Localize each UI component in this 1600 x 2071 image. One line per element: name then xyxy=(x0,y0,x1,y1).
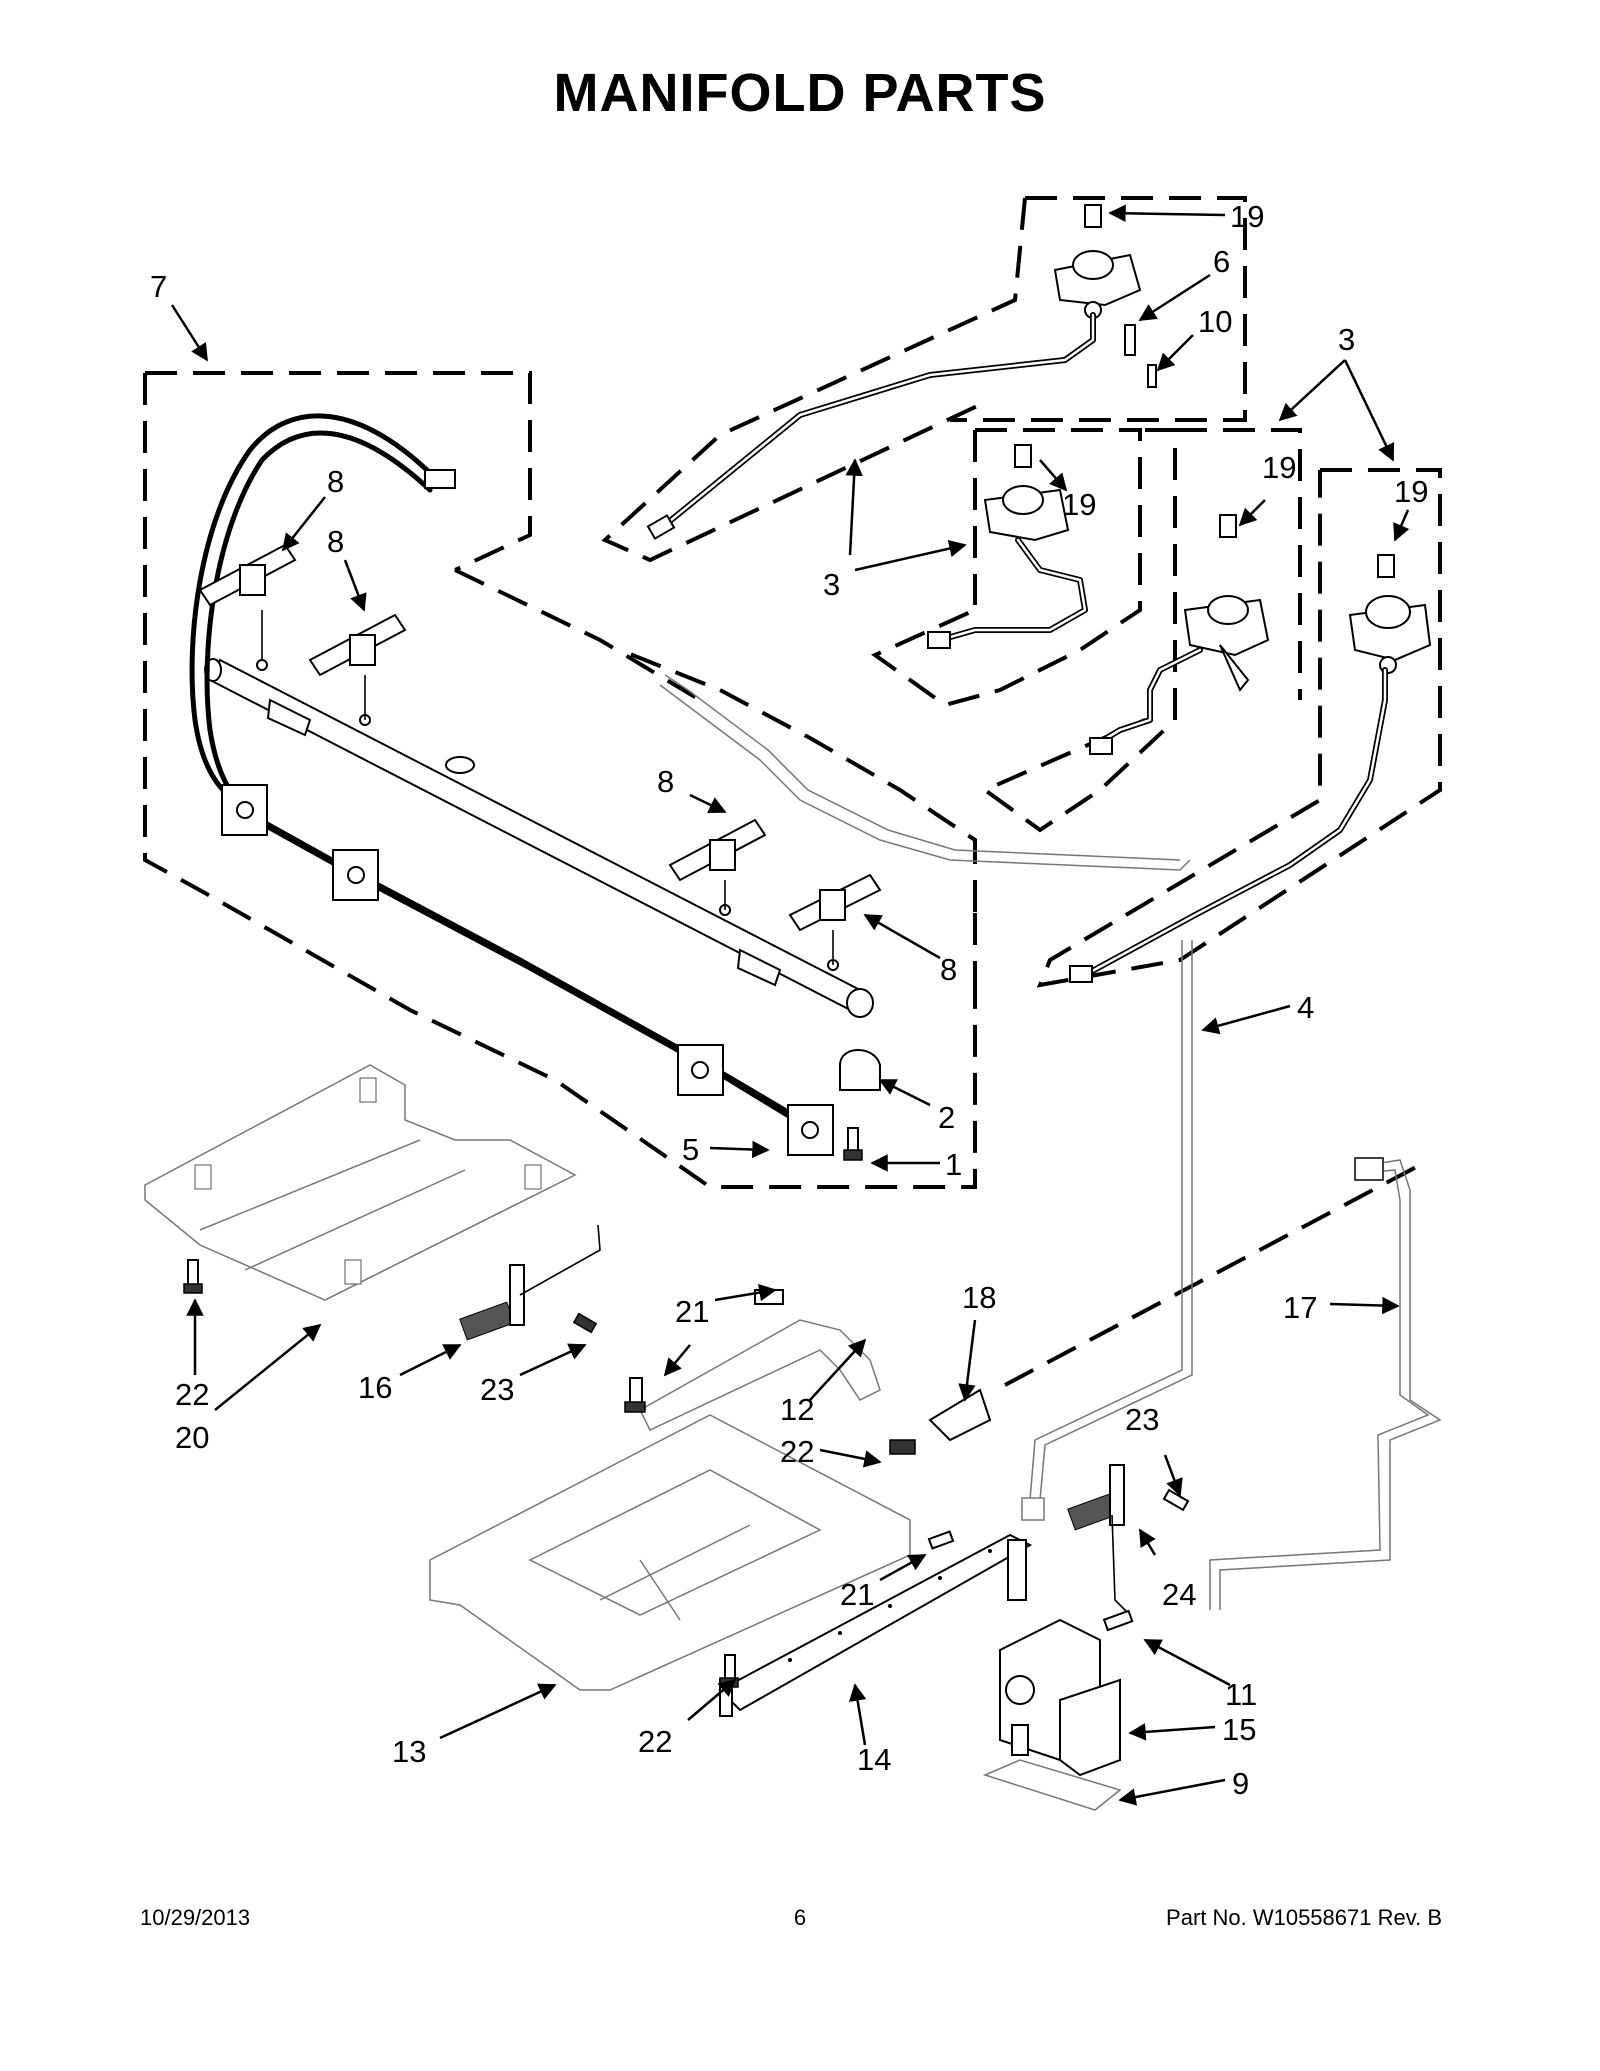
callout-8: 8 xyxy=(657,764,674,799)
callout-12: 12 xyxy=(780,1392,814,1427)
callout-23: 23 xyxy=(480,1372,514,1407)
callout-3: 3 xyxy=(823,567,840,602)
callout-21: 21 xyxy=(840,1577,874,1612)
screw-1 xyxy=(843,1127,863,1161)
callout-15: 15 xyxy=(1222,1712,1256,1747)
manifold-box-outline xyxy=(143,371,977,1189)
burner-12 xyxy=(624,1289,881,1431)
burner-tube-right xyxy=(1082,667,1388,978)
callout-18: 18 xyxy=(962,1280,996,1315)
right-burner-box-outline xyxy=(1036,428,1442,988)
footer-page-number: 6 xyxy=(793,1905,807,1930)
burner-valve-mid xyxy=(983,444,1070,542)
supply-pipe-4 xyxy=(1029,940,1183,1501)
screw-22-left xyxy=(183,1259,203,1294)
callout-17: 17 xyxy=(1283,1290,1317,1325)
callout-10: 10 xyxy=(1198,304,1232,339)
callout-21: 21 xyxy=(675,1294,709,1329)
burner-14 xyxy=(718,1533,1033,1717)
callout-8: 8 xyxy=(327,524,344,559)
wire-clip xyxy=(221,784,268,836)
manifold-pipe xyxy=(204,658,874,1018)
manifold-valve xyxy=(668,818,767,910)
callout-13: 13 xyxy=(392,1734,426,1769)
callout-4: 4 xyxy=(1297,990,1314,1025)
callout-11: 11 xyxy=(1225,1677,1257,1712)
wire-clip xyxy=(332,849,379,901)
dashed-boundaries xyxy=(143,196,1442,1387)
callout-3: 3 xyxy=(1338,322,1355,357)
callout-23: 23 xyxy=(1125,1402,1159,1437)
callout-7: 7 xyxy=(150,269,167,304)
callout-9: 9 xyxy=(1232,1766,1249,1801)
burner-valve-right xyxy=(1348,554,1432,674)
top-burner-box-outline xyxy=(601,196,1247,563)
callout-19: 19 xyxy=(1394,474,1428,509)
screw-11 xyxy=(1102,1609,1134,1632)
callout-14: 14 xyxy=(857,1742,891,1777)
manifold-valve xyxy=(308,613,407,720)
callout-20: 20 xyxy=(175,1420,209,1455)
screw-22-bottom xyxy=(719,1654,739,1688)
callout-22: 22 xyxy=(638,1724,672,1759)
heat-shield-20 xyxy=(144,1064,577,1301)
wire-clip xyxy=(677,1044,724,1096)
callout-8: 8 xyxy=(327,464,344,499)
footer-part-number: Part No. W10558671 Rev. B xyxy=(1166,1905,1442,1930)
callout-22: 22 xyxy=(780,1434,814,1469)
page-title: MANIFOLD PARTS xyxy=(553,63,1047,123)
callout-16: 16 xyxy=(358,1370,392,1405)
burner-tube-mid xyxy=(937,537,1088,643)
lower-boundary-outline xyxy=(454,568,1421,1387)
igniter-16 xyxy=(459,1224,601,1341)
tube-17 xyxy=(1219,1159,1442,1610)
burner-valve-top xyxy=(1053,204,1157,388)
orifice-18 xyxy=(889,1388,992,1455)
callout-19: 19 xyxy=(1062,487,1096,522)
callout-5: 5 xyxy=(682,1132,699,1167)
manifold-valve xyxy=(198,543,297,660)
callout-19: 19 xyxy=(1230,199,1264,234)
callout-labels: 19 6 10 7 3 8 8 19 19 19 3 8 8 4 2 5 1 1… xyxy=(150,199,1428,1801)
callout-1: 1 xyxy=(945,1147,962,1182)
gas-valve-15 xyxy=(982,1618,1122,1811)
footer-date: 10/29/2013 xyxy=(140,1905,251,1930)
burner-tube-mid-right xyxy=(1092,647,1203,748)
callout-8: 8 xyxy=(940,952,957,987)
wire-clip xyxy=(787,1104,834,1156)
gas-supply-line xyxy=(659,684,1191,871)
callout-2: 2 xyxy=(938,1100,955,1135)
callout-24: 24 xyxy=(1162,1577,1196,1612)
manifold-clamp xyxy=(839,1049,881,1091)
callout-22: 22 xyxy=(175,1377,209,1412)
manifold-valve xyxy=(788,873,882,965)
wire-harness xyxy=(189,413,834,1156)
callout-6: 6 xyxy=(1213,244,1230,279)
screw-21 xyxy=(927,1530,955,1550)
burner-valve-mid-right xyxy=(1183,514,1270,692)
callout-arrows xyxy=(170,204,1410,1806)
middle-burner-box-outline xyxy=(871,428,1142,708)
callout-19: 19 xyxy=(1262,450,1296,485)
bake-cover-13 xyxy=(429,1414,911,1691)
